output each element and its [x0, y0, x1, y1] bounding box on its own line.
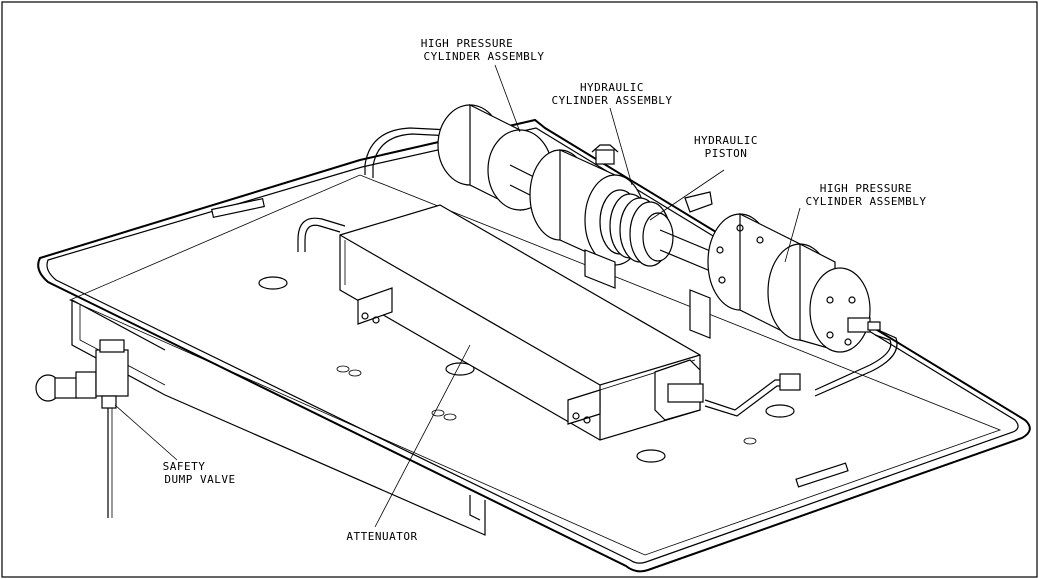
- label-hydraulic-piston-line2: PISTON: [705, 147, 748, 160]
- tubing-fitting-block: [779, 373, 801, 391]
- hydraulic-cylinder: [529, 144, 721, 289]
- label-hydraulic-cylinder-line2: CYLINDER ASSEMBLY: [551, 94, 672, 107]
- label-hp-cylinder-top-line2: CYLINDER ASSEMBLY: [423, 50, 544, 63]
- attenuator-body: [297, 204, 701, 441]
- safety-dump-valve: [35, 339, 129, 518]
- hp-cylinder-left: [437, 104, 561, 211]
- hp-cylinder-right: [689, 213, 881, 353]
- attenuator-outlet-fitting: [667, 383, 704, 403]
- hp-tubing: [364, 127, 898, 417]
- leader-lines: [114, 64, 801, 528]
- label-safety-line1: SAFETY: [163, 460, 206, 473]
- label-safety-line2: DUMP VALVE: [164, 473, 235, 486]
- label-hp-cylinder-right-line1: HIGH PRESSURE: [820, 182, 913, 195]
- label-hydraulic-piston-line1: HYDRAULIC: [694, 134, 758, 147]
- label-hp-cylinder-top-line1: HIGH PRESSURE: [421, 37, 514, 50]
- label-hydraulic-cylinder-line1: HYDRAULIC: [580, 81, 644, 94]
- label-hp-cylinder-right-line2: CYLINDER ASSEMBLY: [805, 195, 926, 208]
- label-attenuator: ATTENUATOR: [346, 530, 417, 543]
- base-tray: [37, 118, 1031, 573]
